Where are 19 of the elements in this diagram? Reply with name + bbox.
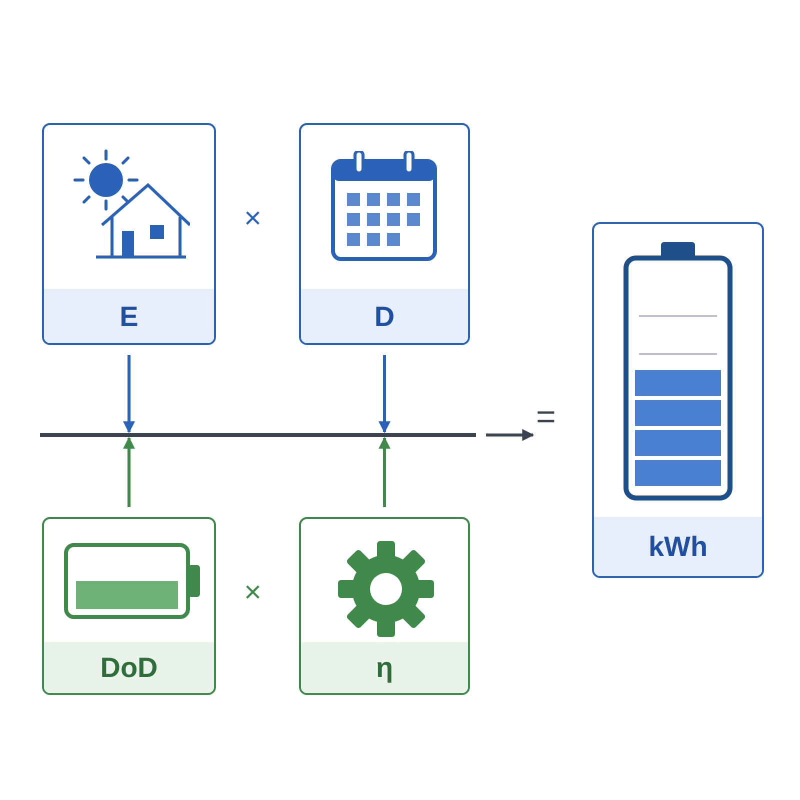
multiply-sign: ×: [244, 204, 262, 234]
arrow: [378, 436, 390, 507]
arrow: [123, 355, 135, 434]
variable-label: E: [44, 289, 214, 343]
variable-label: DoD: [44, 642, 214, 693]
variable-label: D: [301, 289, 468, 343]
variable-card: [42, 517, 216, 695]
arrow: [123, 436, 135, 507]
variable-label: kWh: [594, 517, 762, 576]
variable-card: [592, 222, 764, 578]
variable-label: η: [301, 642, 468, 693]
fraction-bar: [40, 433, 476, 437]
equals-sign: =: [536, 400, 556, 434]
variable-card: [299, 123, 470, 345]
variable-card: [42, 123, 216, 345]
multiply-sign: ×: [244, 578, 262, 608]
arrow: [378, 355, 390, 434]
variable-card: [299, 517, 470, 695]
arrow: [486, 429, 534, 441]
